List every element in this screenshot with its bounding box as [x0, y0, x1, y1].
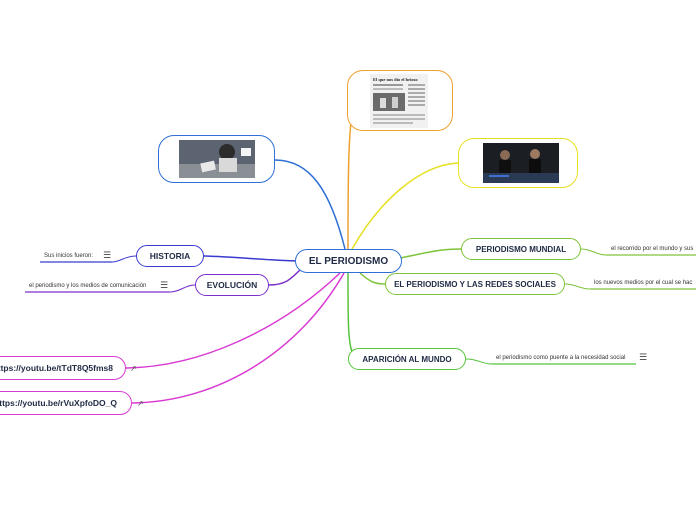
notes-icon[interactable]: ☰: [160, 280, 169, 290]
topic-aparicion-al-mundo[interactable]: APARICIÓN AL MUNDO: [348, 348, 466, 370]
laptop-photo: [179, 140, 255, 178]
connector-redes: [359, 272, 386, 285]
notes-icon[interactable]: ☰: [639, 352, 648, 362]
connector-redes-note: [564, 283, 591, 290]
newspaper-image-node[interactable]: El que nos dio el brioso: [347, 70, 453, 131]
topic-evolucion[interactable]: EVOLUCIÓN: [195, 274, 269, 296]
laptop-image-node[interactable]: [158, 135, 275, 183]
newspaper-photo: El que nos dio el brioso: [370, 74, 428, 128]
connector-mundial: [399, 248, 462, 259]
topic-periodismo-mundial[interactable]: PERIODISMO MUNDIAL: [461, 238, 581, 260]
note-historia[interactable]: Sus inicios fueron:: [44, 253, 94, 259]
tv-studio-photo: [483, 143, 559, 183]
connector-tv: [351, 162, 459, 250]
connector-laptop: [274, 159, 346, 250]
link-topic-2[interactable]: https://youtu.be/rVuXpfoDO_Q: [0, 391, 132, 415]
notes-icon[interactable]: ☰: [103, 250, 112, 260]
tv-studio-image-node[interactable]: [458, 138, 578, 188]
svg-text:El que nos dio el brioso: El que nos dio el brioso: [373, 77, 418, 82]
note-periodismo-mundial[interactable]: el recorrido por el mundo y sus: [611, 246, 694, 252]
link-topic-1[interactable]: https://youtu.be/tTdT8Q5fms8: [0, 356, 126, 380]
connector-link2: [131, 272, 345, 404]
topic-redes-sociales[interactable]: EL PERIODISMO Y LAS REDES SOCIALES: [385, 273, 565, 295]
external-link-icon[interactable]: ↗: [130, 364, 137, 373]
connector-historia: [203, 255, 301, 262]
connector-evolucion: [268, 267, 303, 286]
note-redes-sociales[interactable]: los nuevos medios por el cual se hac: [594, 280, 693, 286]
connector-mundial-note: [580, 248, 607, 256]
connector-historia-note: [111, 255, 137, 263]
external-link-icon[interactable]: ↗: [137, 399, 144, 408]
connector-evolucion-note: [169, 284, 196, 293]
note-aparicion[interactable]: el periodismo como puente a la necesidad…: [496, 355, 626, 361]
connector-link1: [125, 272, 341, 369]
topic-historia[interactable]: HISTORIA: [136, 245, 204, 267]
connector-aparicion: [347, 272, 353, 353]
central-topic[interactable]: EL PERIODISMO: [295, 249, 402, 273]
connector-aparicion-note: [465, 358, 493, 365]
note-evolucion[interactable]: el periodismo y los medios de comunicaci…: [29, 283, 147, 289]
